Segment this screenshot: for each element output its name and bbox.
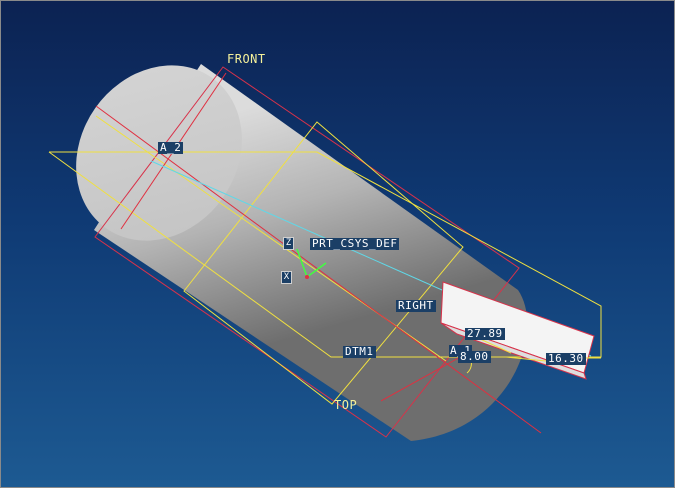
csys-label[interactable]: PRT_CSYS_DEF [310, 237, 400, 250]
front-plane-label[interactable]: FRONT [227, 52, 266, 66]
csys-origin[interactable] [305, 275, 309, 279]
axis-a2-label[interactable]: A_2 [158, 141, 184, 154]
csys-z-axis [296, 248, 308, 278]
dimension-8-00[interactable]: 8.00 [458, 350, 491, 363]
csys-z-label: Z [283, 237, 294, 250]
top-plane-label[interactable]: TOP [334, 398, 358, 412]
dtm1-plane-label[interactable]: DTM1 [343, 345, 376, 358]
dtm1-datum-plane[interactable] [48, 151, 602, 358]
dimension-27-89[interactable]: 27.89 [465, 327, 505, 340]
axis-a2-line[interactable] [95, 105, 542, 434]
dimension-16-30[interactable]: 16.30 [546, 352, 586, 365]
axis-a1-short-line [380, 350, 472, 402]
dimension-leader-2 [505, 356, 547, 362]
csys-x-label: X [281, 271, 292, 284]
csys-x-axis [306, 262, 327, 278]
right-plane-label[interactable]: RIGHT [396, 299, 436, 312]
front-datum-plane[interactable] [94, 66, 520, 438]
